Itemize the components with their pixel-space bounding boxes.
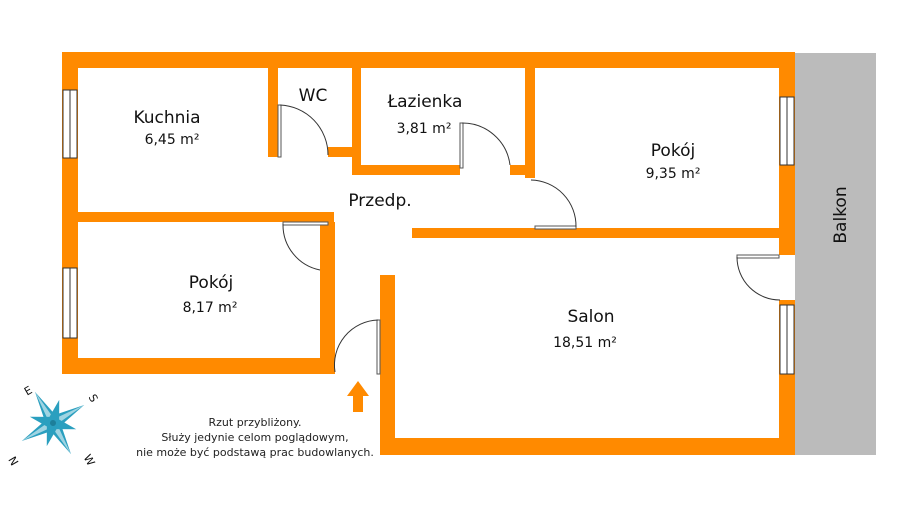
room-name-kuchnia: Kuchnia bbox=[133, 108, 200, 128]
room-area-pokoj-upper: 9,35 m² bbox=[646, 166, 701, 182]
door-entrance[interactable] bbox=[333, 319, 381, 375]
room-name-pokoj-lower: Pokój bbox=[189, 273, 233, 293]
compass-w: W bbox=[81, 452, 98, 468]
windows bbox=[62, 89, 795, 375]
room-name-lazienka: Łazienka bbox=[387, 92, 463, 112]
disclaimer-line-2: Służy jedynie celom poglądowym, bbox=[161, 431, 348, 444]
room-name-wc: WC bbox=[299, 86, 328, 106]
room-area-kuchnia: 6,45 m² bbox=[145, 132, 200, 148]
room-name-salon: Salon bbox=[567, 307, 614, 327]
door-lazienka[interactable] bbox=[459, 122, 511, 169]
compass-s: S bbox=[86, 392, 101, 405]
room-name-balkon: Balkon bbox=[831, 186, 851, 243]
doors bbox=[277, 104, 781, 375]
compass-rose-icon bbox=[21, 391, 85, 455]
door-balcony[interactable] bbox=[736, 254, 781, 301]
balcony-area bbox=[794, 53, 876, 455]
compass-e: E bbox=[22, 384, 35, 399]
door-pokoj-upper[interactable] bbox=[530, 179, 577, 230]
door-wc[interactable] bbox=[277, 104, 329, 158]
room-area-lazienka: 3,81 m² bbox=[397, 121, 452, 137]
room-name-pokoj-upper: Pokój bbox=[651, 141, 695, 161]
disclaimer-line-3: nie może być podstawą prac budowlanych. bbox=[136, 446, 374, 459]
door-pokoj-lower[interactable] bbox=[282, 221, 329, 271]
room-area-pokoj-lower: 8,17 m² bbox=[183, 300, 238, 316]
room-name-przedpokoj: Przedp. bbox=[348, 191, 411, 211]
compass-n: N bbox=[6, 454, 21, 468]
room-area-salon: 18,51 m² bbox=[553, 335, 617, 351]
disclaimer-line-1: Rzut przybliżony. bbox=[209, 416, 302, 429]
entrance-arrow-icon bbox=[347, 381, 369, 412]
